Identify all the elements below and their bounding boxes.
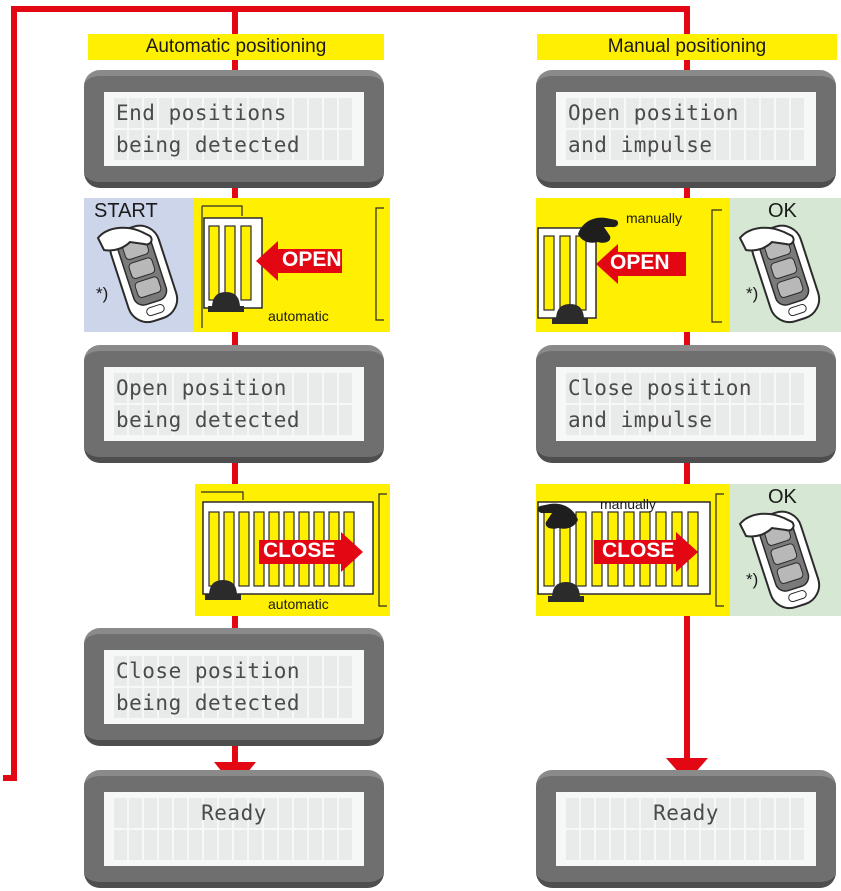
remote-control-icon [730, 198, 841, 332]
lcd-line-2: being detected [116, 133, 301, 157]
lcd-line-1: End positions [116, 101, 287, 125]
start-button-label: START [94, 200, 158, 222]
lcd-line-1: Close position [116, 659, 301, 683]
panel-auto-close: CLOSE automatic [195, 484, 390, 616]
lcd-line-2: and impulse [568, 408, 713, 432]
lcd-display-manual-3: Ready [536, 770, 836, 888]
open-arrow-label: OPEN [610, 251, 670, 274]
panel-manual-close: manually CLOSE OK *) [536, 484, 841, 616]
mode-label: manually [600, 496, 657, 512]
lcd-display-auto-3: Close position being detected [84, 628, 384, 746]
lcd-line-2: being detected [116, 691, 301, 715]
lcd-display-auto-2: Open position being detected [84, 345, 384, 463]
heading-automatic: Automatic positioning [88, 34, 384, 60]
remote-control-icon [730, 484, 841, 616]
panel-manual-open: manually OPEN OK *) [536, 198, 841, 332]
mode-label: manually [626, 210, 683, 226]
arrow-icon [596, 244, 686, 284]
close-arrow-label: CLOSE [602, 539, 675, 562]
arrow-icon [594, 532, 698, 572]
lcd-line-1: Open position [568, 101, 739, 125]
arrow-icon [256, 241, 342, 281]
lcd-line-1: Open position [116, 376, 287, 400]
lcd-line-2: and impulse [568, 133, 713, 157]
lcd-line-1: Ready [653, 801, 719, 825]
hand-icon [578, 217, 619, 243]
footnote-marker: *) [96, 284, 109, 303]
arrow-icon [259, 532, 363, 572]
lcd-line-2 [104, 830, 364, 860]
lcd-line-2: being detected [116, 408, 301, 432]
mode-label: automatic [268, 308, 329, 324]
lcd-line-1: Close position [568, 376, 753, 400]
flow-line-left-return [3, 6, 690, 781]
lcd-display-auto-1: End positions being detected [84, 70, 384, 188]
ok-button-label: OK [768, 200, 797, 222]
heading-manual: Manual positioning [537, 34, 837, 60]
panel-auto-open: START *) OPEN automatic [84, 198, 390, 332]
lcd-line-1: Ready [201, 801, 267, 825]
lcd-display-manual-2: Close position and impulse [536, 345, 836, 463]
remote-control-icon [84, 198, 194, 332]
lcd-line-2 [556, 830, 816, 860]
lcd-display-auto-4: Ready [84, 770, 384, 888]
lcd-display-manual-1: Open position and impulse [536, 70, 836, 188]
mode-label: automatic [268, 596, 329, 612]
footnote-marker: *) [746, 284, 759, 303]
ok-button-label: OK [768, 486, 797, 508]
footnote-marker: *) [746, 570, 759, 589]
hand-icon [537, 503, 578, 529]
open-arrow-label: OPEN [282, 248, 342, 271]
close-arrow-label: CLOSE [263, 539, 336, 562]
